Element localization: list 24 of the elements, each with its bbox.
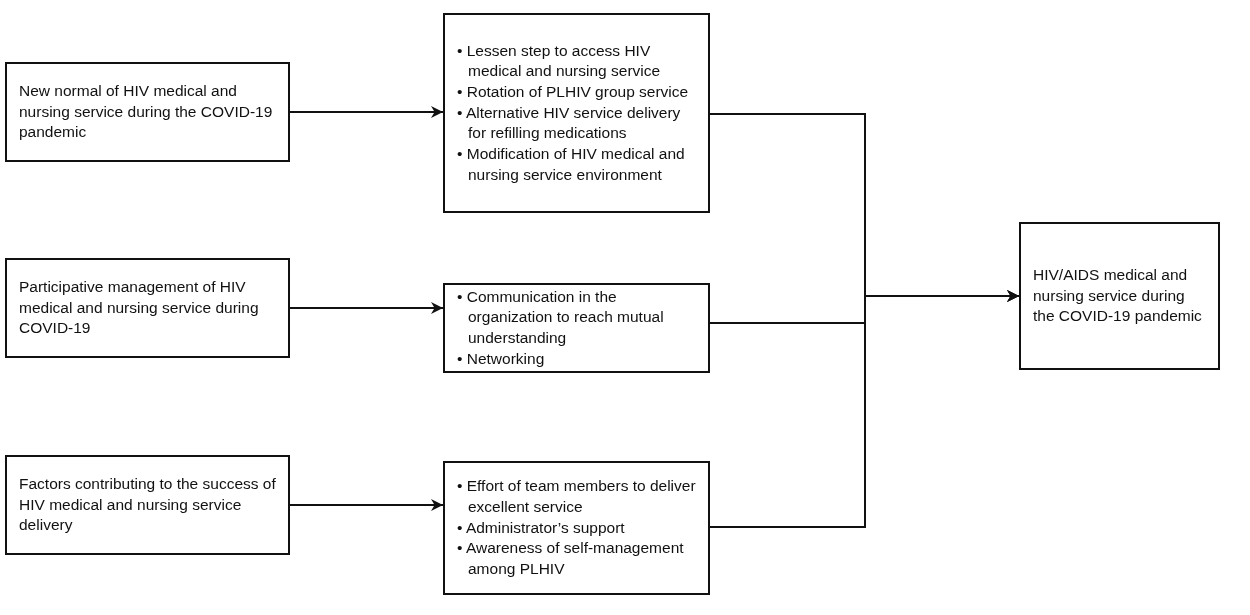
box-text: New normal of HIV medical and nursing service during the COVID-19 pandemic — [19, 81, 274, 143]
bullet-list-box — [443, 283, 710, 373]
box-text: Participative management of HIV medical and nursing service during COVID-19 — [19, 277, 260, 339]
arrow — [709, 290, 1020, 528]
text-box — [5, 258, 290, 358]
arrow — [289, 302, 444, 314]
bullet-item: • Networking — [457, 348, 546, 369]
bullet-item: • Awareness of self-management among PLHIV — [457, 538, 685, 579]
text-box — [1019, 222, 1220, 370]
bullet-item: • Modification of HIV medical and nursing service environment — [457, 143, 686, 185]
text-box — [5, 62, 290, 162]
box-text: Factors contributing to the success of HIV medical and nursing service delivery — [19, 474, 276, 536]
bullet-item: • Administrator’s support — [457, 517, 626, 538]
bullet-item: • Alternative HIV service delivery for refilling medications — [457, 102, 682, 144]
bullet-item: • Effort of team members to deliver excellent service — [457, 476, 696, 518]
box-text: HIV/AIDS medical and nursing service during the COVID-19 pandemic — [1033, 265, 1203, 327]
arrow — [289, 106, 444, 118]
text-box — [5, 455, 290, 555]
bullet-list-box — [443, 461, 710, 595]
arrow — [289, 499, 444, 511]
bullet-list-box — [443, 13, 710, 213]
bullet-item: • Rotation of PLHIV group service — [457, 82, 690, 103]
bullet-item: • Communication in the organization to reach mutual understanding — [457, 286, 665, 348]
bullet-item: • Lessen step to access HIV medical and nursing service — [457, 40, 662, 82]
